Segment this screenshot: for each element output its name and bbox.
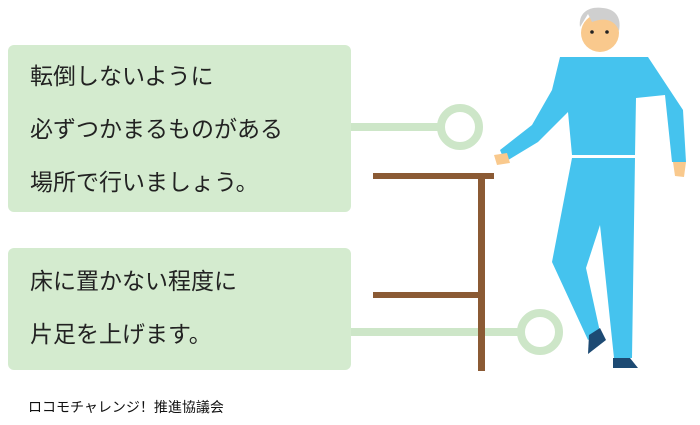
tip-line: 場所で行いましょう。 — [30, 170, 259, 196]
tip-line: 片足を上げます。 — [30, 322, 212, 348]
tip-line: 転倒しないように — [30, 64, 214, 90]
tip-line: 床に置かない程度に — [30, 269, 237, 295]
connector-bottom — [348, 309, 563, 355]
table — [373, 173, 494, 371]
credit-text: ロコモチャレンジ！推進協議会 — [28, 400, 224, 416]
tip-box-safety: 転倒しないように 必ずつかまるものがある 場所で行いましょう。 — [8, 45, 351, 212]
tip-box-instruction: 床に置かない程度に 片足を上げます。 — [8, 248, 351, 370]
person — [494, 7, 686, 368]
torso — [494, 57, 686, 177]
right-hand — [673, 162, 686, 177]
head — [579, 7, 620, 52]
tip-line: 必ずつかまるものがある — [30, 117, 283, 143]
legs — [552, 158, 638, 368]
connector-top — [348, 104, 483, 150]
left-hand — [494, 153, 510, 165]
